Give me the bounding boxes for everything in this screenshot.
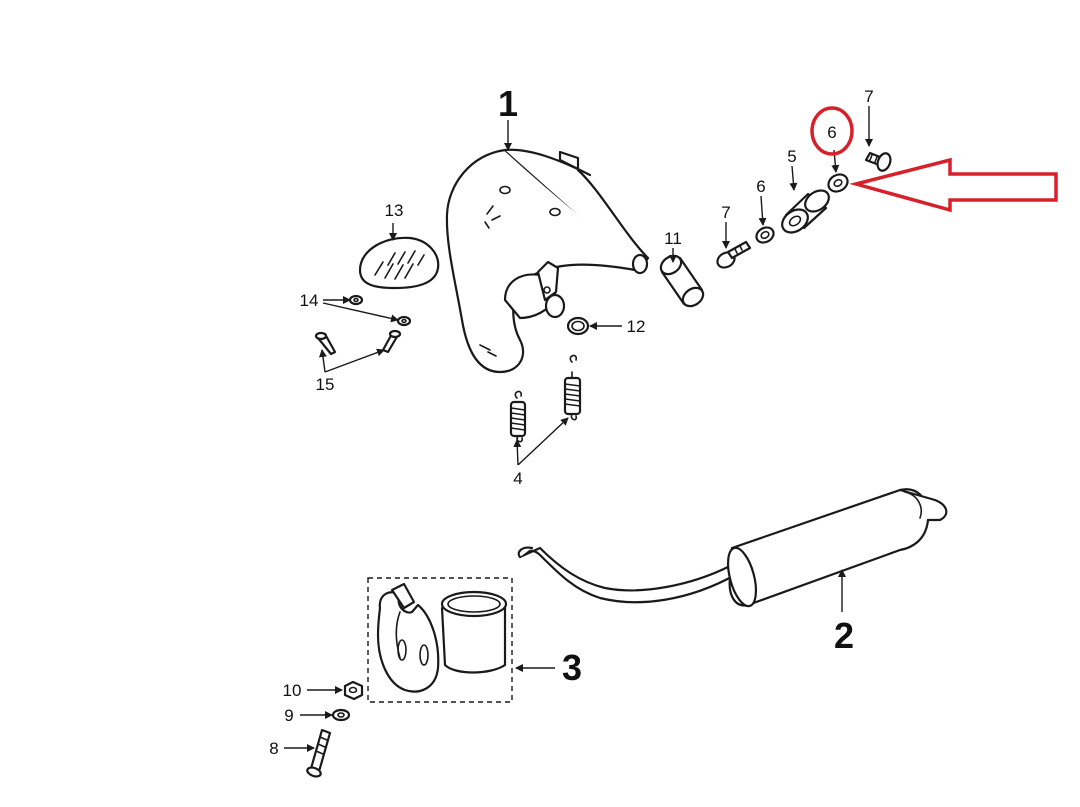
label-part-12: 12 [627,317,646,336]
label-part-11: 11 [664,229,682,248]
leader-lines [284,106,873,752]
gasket-ring [566,316,590,336]
springs [509,354,582,443]
label-part-6-left: 6 [756,177,765,196]
label-part-1: 1 [498,83,518,124]
highlight-arrow [849,157,1058,213]
label-part-14: 14 [300,291,319,310]
label-part-9: 9 [284,706,293,725]
bolt-7-left [716,240,752,269]
silencer [517,488,948,608]
label-part-7-right: 7 [864,87,873,106]
rubber-bush [659,254,705,308]
highlight-marker [810,106,1058,213]
highlight-circle [810,106,854,156]
nut-10 [343,680,364,701]
label-part-13: 13 [385,201,404,220]
clamp-kit [367,577,513,703]
label-part-4: 4 [513,469,522,488]
bolt-7-right [864,151,892,172]
label-part-3: 3 [562,647,582,688]
label-part-5: 5 [787,147,796,166]
label-part-2: 2 [834,615,854,656]
spacer-bush [781,189,830,234]
part-labels: 1 2 3 4 5 6 6 7 7 8 9 10 11 12 13 14 15 [269,83,873,758]
washer-6-right [827,173,849,193]
label-part-7-left: 7 [721,203,730,222]
label-part-6-right: 6 [827,123,836,142]
label-part-10: 10 [283,681,302,700]
screws-15 [314,329,402,356]
label-part-8: 8 [269,739,278,758]
bolt-8 [306,728,332,778]
heat-shield [358,236,440,290]
label-part-15: 15 [316,375,335,394]
washer-9 [331,708,351,722]
washer-6-left [755,226,775,244]
exhaust-header-pipe [445,148,650,374]
